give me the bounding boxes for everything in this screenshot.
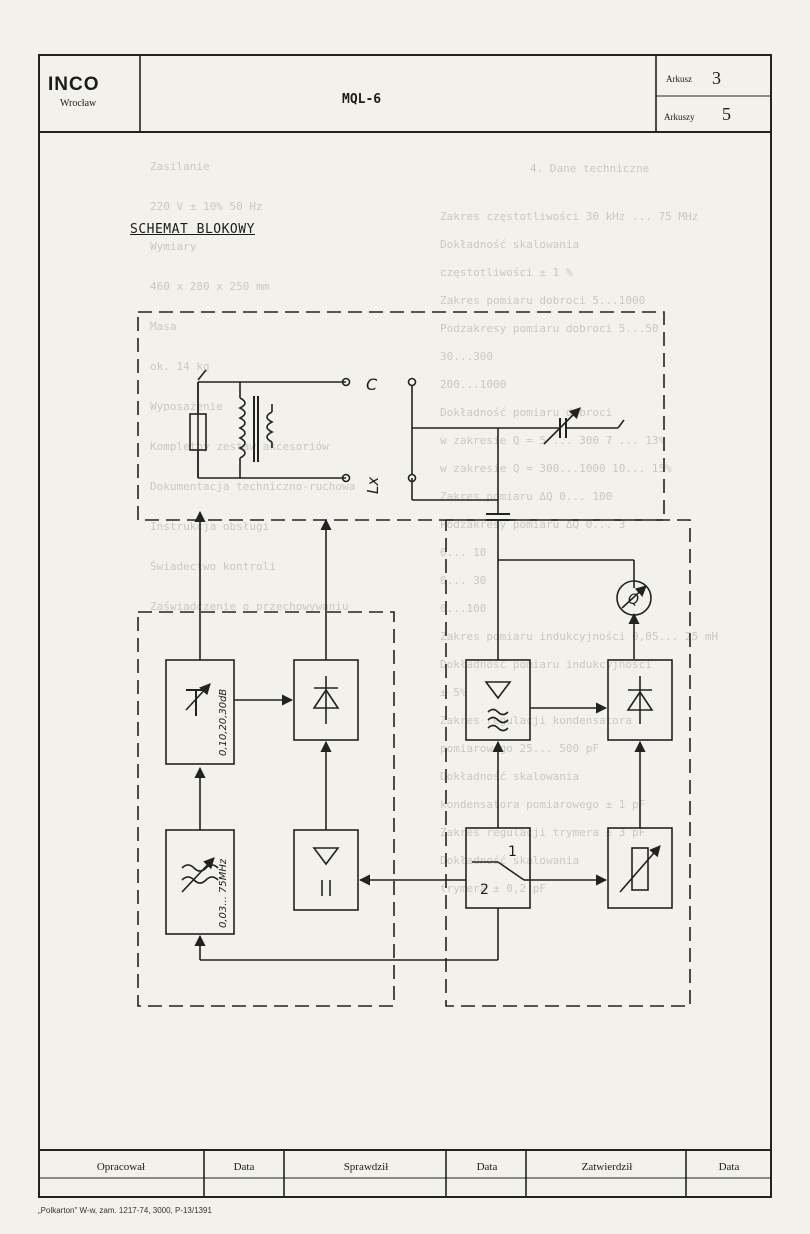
bleed-right-line: Dokumentacja techniczno-ruchowa xyxy=(150,480,356,493)
bleed-line: 0... 10 xyxy=(440,546,487,559)
bleed-line: w zakresie Q = 5 ... 300 7 ... 13% xyxy=(440,434,666,447)
bleed-line: 30...300 xyxy=(440,350,493,363)
sheet-label: Arkusz xyxy=(666,74,692,84)
label-c: C xyxy=(366,375,378,394)
bleed-right-line: Wyposażenie xyxy=(150,400,223,413)
sheets-label: Arkuszy xyxy=(664,112,695,122)
footer-date-2: Data xyxy=(476,1161,498,1173)
footer-approved: Zatwierdził xyxy=(581,1161,633,1173)
bleed-line: Zakres pomiaru dobroci 5...1000 xyxy=(440,294,646,307)
bleed-line: Dokładność skalowania xyxy=(440,238,580,251)
diagram-title: SCHEMAT BLOKOWY xyxy=(130,222,255,237)
bleed-line: kondensatora pomiarowego ± 1 pF xyxy=(440,798,646,811)
print-caption: „Polkarton" W-w, zam. 1217-74, 3000, P-1… xyxy=(38,1206,212,1215)
label-attenuator: 0,10,20,30dB xyxy=(218,689,229,756)
label-oscillator-range: 0,03... 75MHz xyxy=(218,858,229,928)
footer-date-1: Data xyxy=(233,1161,255,1173)
sheet-number: 3 xyxy=(712,68,721,88)
bleed-line: Zakres pomiaru indukcyjności 0,05... 25 … xyxy=(440,630,719,643)
bleed-right-line: Świadectwo kontroli xyxy=(150,560,276,573)
bleed-line: Dokładność skalowania xyxy=(440,770,580,783)
bleed-line: Zakres częstotliwości 30 kHz ... 75 MHz xyxy=(440,210,699,223)
bleed-right-line: Instrukcja obsługi xyxy=(150,520,270,533)
bleed-line: Zakres regulacji trymera ± 3 pF xyxy=(440,826,646,839)
document-code: MQL-6 xyxy=(342,92,382,107)
bleed-line: Zakres regulacji kondensatora xyxy=(440,714,633,727)
label-lx: Lx xyxy=(364,477,382,494)
label-switch-1: 1 xyxy=(508,844,517,860)
bleed-right-line: Zasilanie xyxy=(150,160,210,173)
company-city: Wrocław xyxy=(60,98,97,109)
label-switch-2: 2 xyxy=(480,882,489,898)
drawing-frame xyxy=(38,54,772,1198)
bleed-line: Dokładność pomiaru indukcyjności xyxy=(440,658,652,671)
bleed-heading: 4. Dane techniczne xyxy=(530,162,650,175)
bleed-line: Podzakresy pomiaru ΔQ 0... 3 xyxy=(440,518,626,531)
footer-checked: Sprawdził xyxy=(343,1161,389,1173)
company-name: INCO xyxy=(48,74,100,95)
bleed-right-line: Masa xyxy=(150,320,177,333)
footer-date-3: Data xyxy=(718,1161,740,1173)
bleed-line: 0... 30 xyxy=(440,574,487,587)
bleed-right-line: 220 V ± 10% 50 Hz xyxy=(150,200,263,213)
bleed-line: pomiarowego 25... 500 pF xyxy=(440,742,599,755)
bleed-right-line: Wymiary xyxy=(150,240,197,253)
bleed-line: 200...1000 xyxy=(440,378,507,391)
label-meter-q: Q xyxy=(628,592,639,608)
bleed-right-line: ok. 14 kg xyxy=(150,360,210,373)
footer-prepared: Opracował xyxy=(96,1161,146,1173)
bleed-line: Dokładność skalowania xyxy=(440,854,580,867)
bleed-right-line: 460 x 280 x 250 mm xyxy=(150,280,270,293)
bleed-line: Podzakresy pomiaru dobroci 5...50 xyxy=(440,322,659,335)
bleed-line: częstotliwości ± 1 % xyxy=(440,266,573,279)
bleed-line: 0...100 xyxy=(440,602,487,615)
sheets-count: 5 xyxy=(722,104,731,124)
